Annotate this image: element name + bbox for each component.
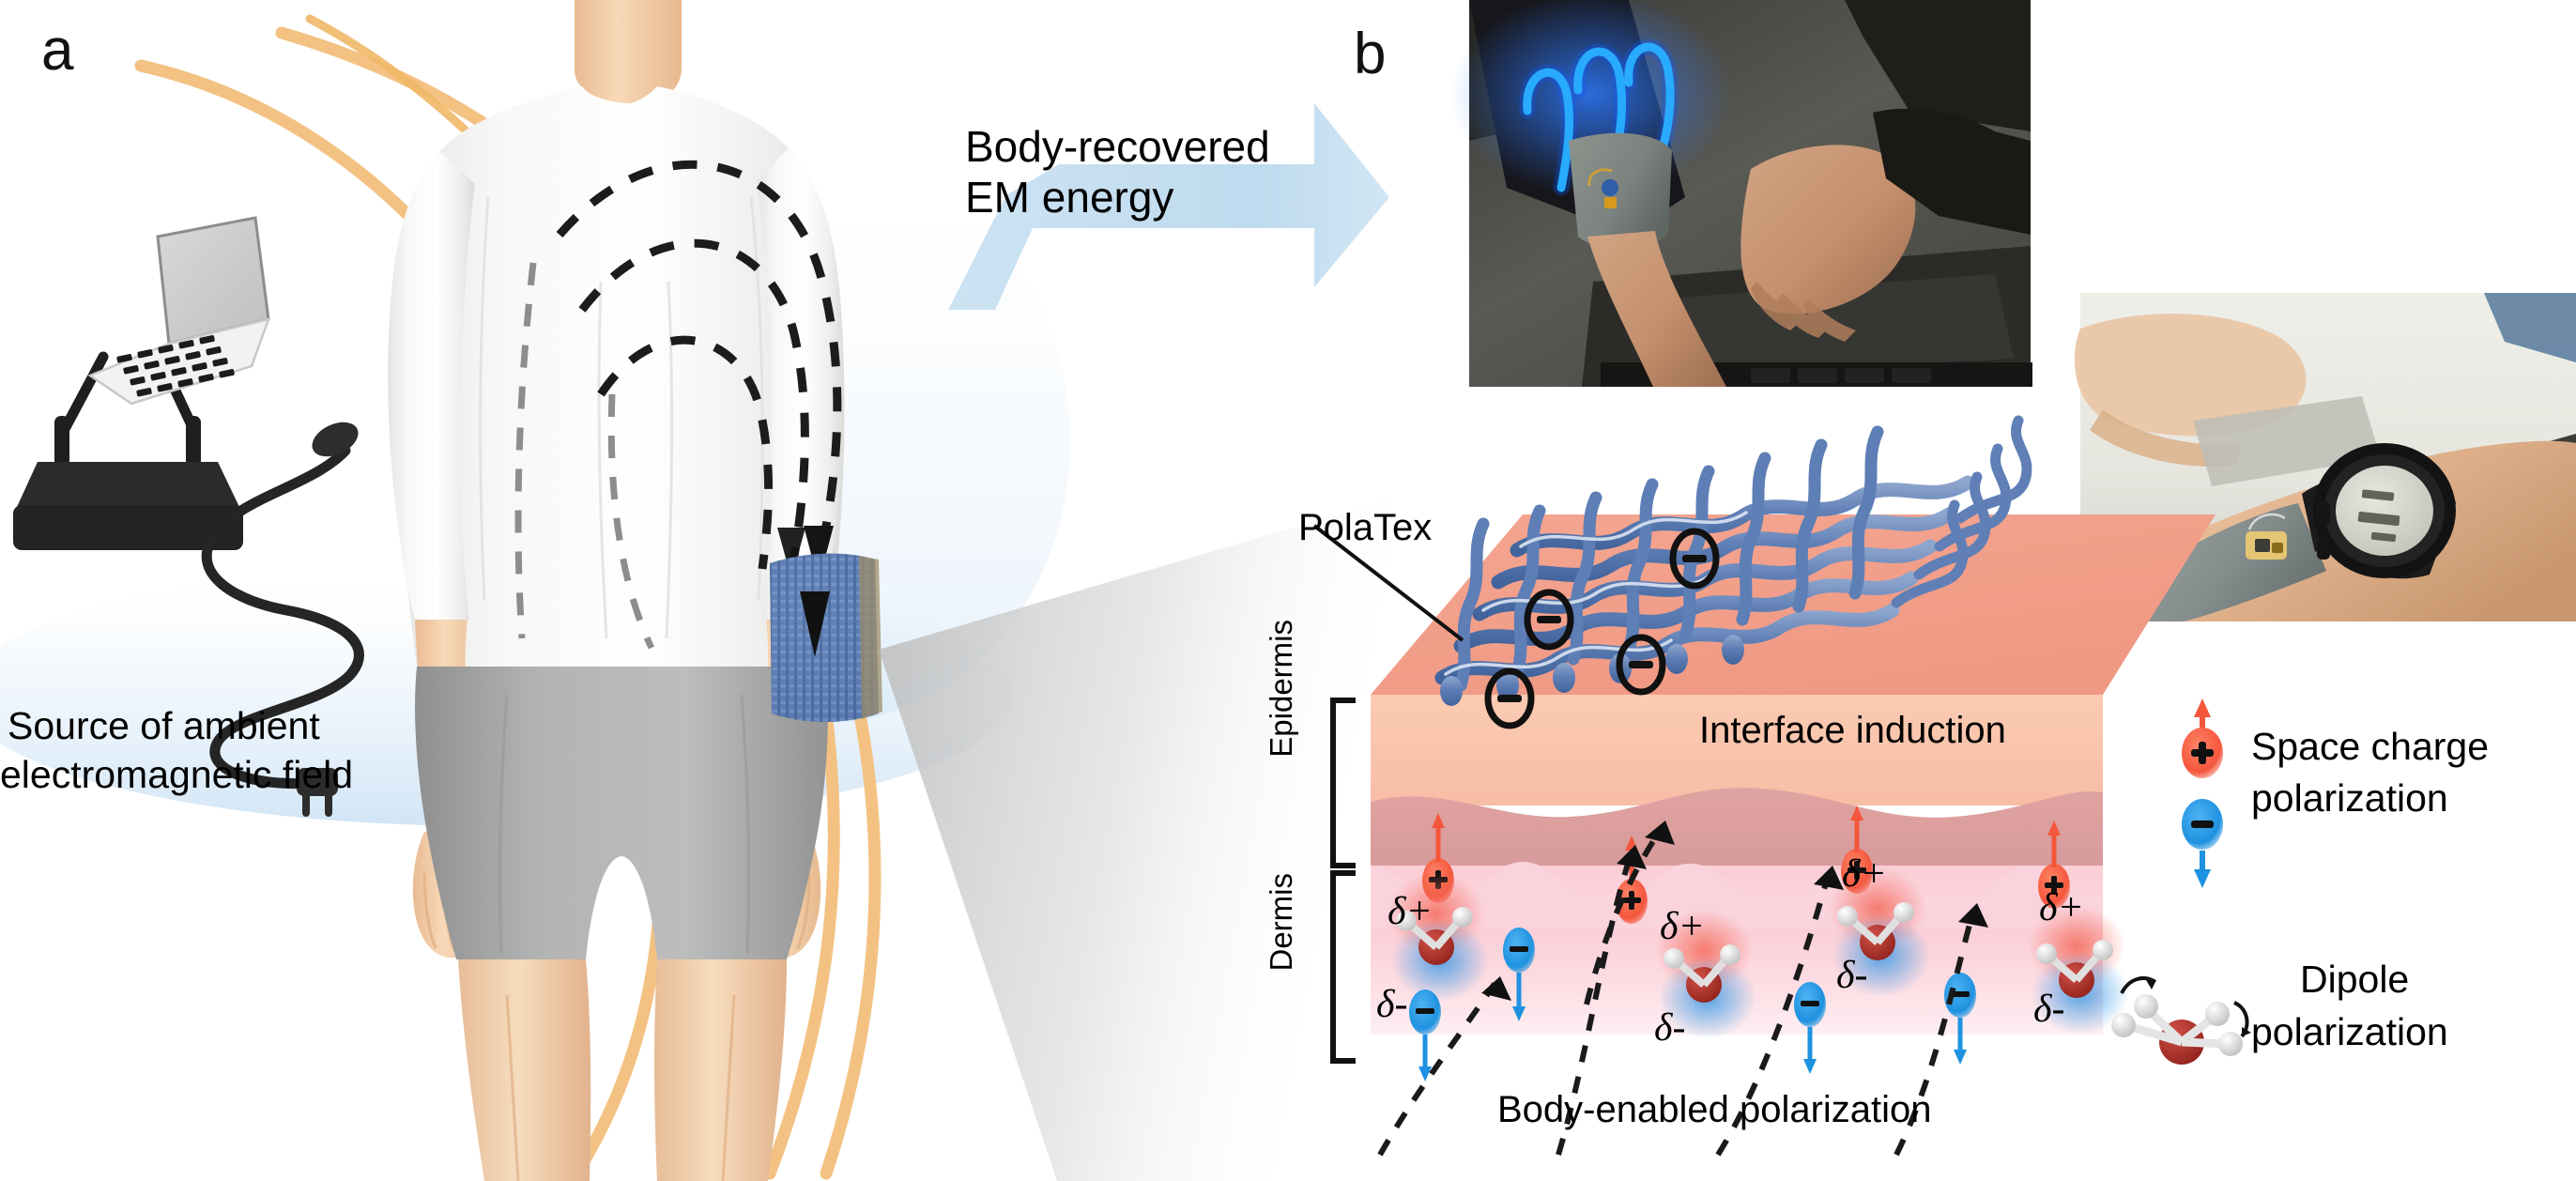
- legend-dipole-line2: polarization: [2251, 1010, 2448, 1053]
- polatex-skin-cross-section: [1312, 415, 2216, 1157]
- interface-induction-label: Interface induction: [1699, 710, 2006, 751]
- layer-bracket-epidermis: [1330, 698, 1356, 868]
- delta-minus-4: δ-: [2033, 988, 2065, 1031]
- charge-migration-arrowheads: [1481, 845, 1988, 1001]
- polatex-wristband[interactable]: [770, 553, 882, 722]
- body-enabled-polarization-label: Body-enabled polarization: [1497, 1089, 1932, 1130]
- interface-induction-arrow: [1584, 821, 1675, 1005]
- current-arrowhead: [777, 526, 834, 582]
- zoom-cone: [879, 499, 1389, 1181]
- circuit-module-icon-2: [2246, 513, 2287, 560]
- layer-bracket-dermis: [1330, 870, 1356, 1064]
- legend-space-charge-line2: polarization: [2251, 776, 2448, 820]
- band-current-arrow: [800, 591, 830, 657]
- watch-face: [2336, 466, 2433, 556]
- water-dipoles: [1388, 867, 2129, 1039]
- delta-plus-4: δ+: [2039, 886, 2084, 929]
- epidermis-label: Epidermis: [1264, 620, 1298, 758]
- textile-negative-charges: [1484, 528, 1720, 729]
- panel-a-letter: a: [41, 18, 74, 83]
- dipole-molecule-icon: [2111, 976, 2251, 1065]
- panel-b-letter: b: [1354, 22, 1387, 86]
- polatex-leader-line: [1312, 524, 1464, 642]
- delta-plus-3: δ+: [1842, 852, 1887, 896]
- dashed-current-path: [556, 160, 842, 570]
- body-recovered-energy-arrow: [948, 103, 1389, 310]
- polatex-textile: [1434, 415, 2032, 706]
- energy-label-line2: EM energy: [965, 173, 1174, 222]
- laptop-icon: [87, 216, 270, 406]
- delta-minus-2: δ-: [1654, 1006, 1686, 1050]
- delta-plus-1: δ+: [1388, 890, 1433, 933]
- delta-plus-2: δ+: [1660, 905, 1705, 948]
- power-plug-icon: [201, 422, 364, 817]
- legend-dipole-line1: Dipole: [2300, 958, 2410, 1001]
- dermis-label: Dermis: [1264, 873, 1298, 972]
- epidermis-lower-band: [1371, 788, 2103, 873]
- source-label-line2: electromagnetic field: [0, 753, 354, 796]
- photo-smartwatch-on-wrist: [2074, 293, 2576, 621]
- photo-glowing-glove-typing: [1450, 0, 2032, 387]
- delta-minus-1: δ-: [1376, 983, 1408, 1026]
- mannequin-figure: [388, 0, 845, 1181]
- legend-space-charge-line1: Space charge: [2251, 725, 2490, 768]
- dashed-current-path-faded: [514, 262, 655, 650]
- space-charge-icon: [2182, 698, 2223, 888]
- wifi-router-icon: [13, 351, 243, 550]
- energy-label-line1: Body-recovered: [965, 122, 1270, 171]
- panel-a-graphic: [0, 0, 1389, 1181]
- polatex-label: PolaTex: [1298, 507, 1433, 548]
- polatex-cuff-photo: [1569, 132, 1672, 250]
- charge-migration-arrows: [1377, 851, 1976, 1157]
- circuit-module-icon: [1587, 168, 1618, 208]
- source-label-line1: Source of ambient: [8, 704, 320, 747]
- delta-minus-3: δ-: [1836, 954, 1868, 997]
